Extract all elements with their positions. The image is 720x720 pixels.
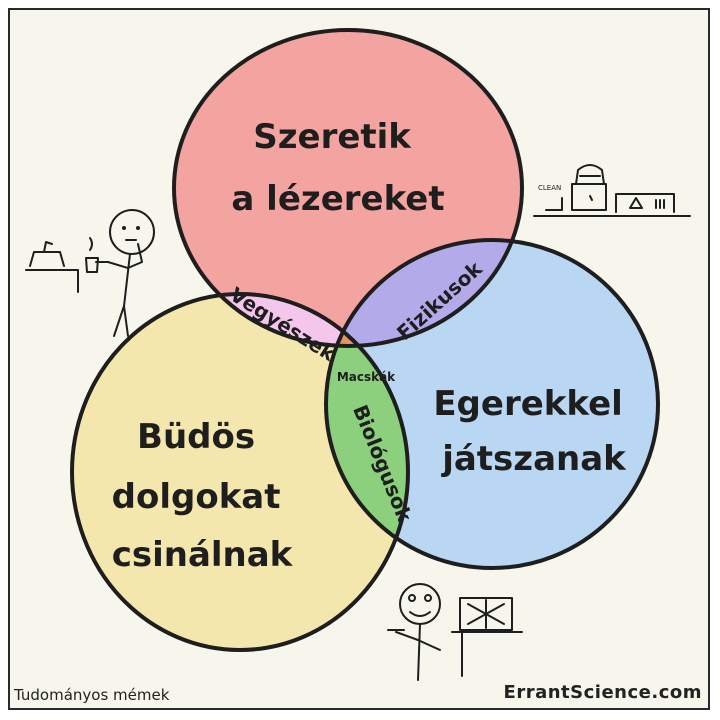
set-label-lasers: Szeretik a lézereket: [231, 117, 444, 219]
set-circle-smelly: [72, 294, 408, 650]
set-label-mice: Egerekkel játszanak: [433, 384, 634, 479]
outline-blue: [324, 238, 660, 570]
stick-figure-coffee: [25, 209, 155, 337]
footer-credit-right: ErrantScience.com: [503, 682, 702, 703]
laser-apparatus: CLEAN: [533, 164, 691, 217]
outline-red: [172, 28, 524, 348]
label-cats: Macskák: [337, 370, 396, 384]
clean-label: CLEAN: [538, 184, 561, 192]
set-label-smelly: Büdös dolgokat csinálnak: [112, 417, 294, 575]
outline-yellow: [70, 292, 410, 652]
intersection-physicists: [326, 240, 522, 346]
footer-credit-left: Tudományos mémek: [14, 686, 170, 704]
stick-figure-mask: [387, 583, 523, 681]
